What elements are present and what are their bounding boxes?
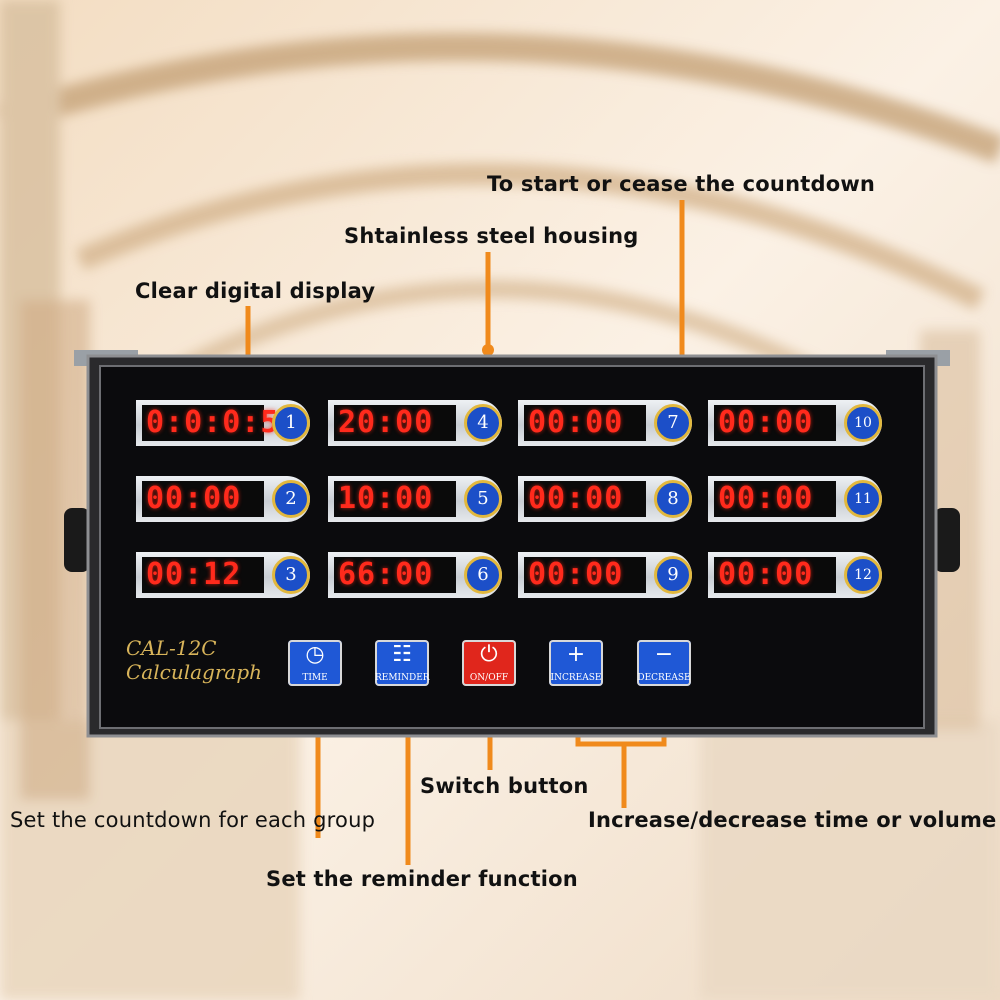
decrease-button[interactable]: − DECREASE bbox=[637, 640, 691, 686]
timer-digits: 20:00 bbox=[338, 405, 434, 440]
timer-select-button[interactable]: 11 bbox=[844, 480, 882, 518]
product-name: Calculagraph bbox=[126, 660, 262, 684]
timer-display-window bbox=[714, 557, 836, 593]
timer-select-button[interactable]: 6 bbox=[464, 556, 502, 594]
timer-digits: 00:00 bbox=[528, 405, 624, 440]
timer-group: 00:00 11 bbox=[708, 476, 882, 522]
timer-digits: 00:00 bbox=[718, 405, 814, 440]
reminder-button[interactable]: ☷ REMINDER bbox=[375, 640, 430, 686]
timer-digits: 00:12 bbox=[146, 557, 242, 592]
timer-select-button[interactable]: 8 bbox=[654, 480, 692, 518]
clock-icon: ◷ bbox=[305, 642, 325, 667]
minus-icon: − bbox=[654, 642, 674, 667]
timer-display-window bbox=[142, 405, 264, 441]
timer-display-window bbox=[142, 557, 264, 593]
timer-select-button[interactable]: 1 bbox=[272, 404, 310, 442]
timer-display-window bbox=[714, 405, 836, 441]
callout-reminder-fn: Set the reminder function bbox=[266, 867, 578, 891]
timer-display-window bbox=[334, 405, 456, 441]
timer-display-window bbox=[524, 481, 646, 517]
callout-housing: Shtainless steel housing bbox=[344, 224, 639, 248]
timer-group: 10:00 5 bbox=[328, 476, 502, 522]
timer-display-window bbox=[334, 481, 456, 517]
timer-select-button[interactable]: 12 bbox=[844, 556, 882, 594]
timer-select-button[interactable]: 9 bbox=[654, 556, 692, 594]
timer-display-window bbox=[524, 405, 646, 441]
power-icon: ⏻ bbox=[480, 642, 498, 667]
timer-group: 00:00 7 bbox=[518, 400, 692, 446]
timer-group: 00:00 10 bbox=[708, 400, 882, 446]
increase-button[interactable]: + INCREASE bbox=[549, 640, 603, 686]
callout-start-cease: To start or cease the countdown bbox=[487, 172, 876, 196]
timer-display-window bbox=[524, 557, 646, 593]
timer-select-button[interactable]: 2 bbox=[272, 480, 310, 518]
timer-digits: 10:00 bbox=[338, 481, 434, 516]
timer-digits: 00:00 bbox=[146, 481, 242, 516]
timer-digits: 0:0:0:5 bbox=[146, 405, 280, 440]
timer-group: 66:00 6 bbox=[328, 552, 502, 598]
time-button[interactable]: ◷ TIME bbox=[288, 640, 342, 686]
callout-inc-dec: Increase/decrease time or volume bbox=[588, 808, 997, 832]
button-label: REMINDER bbox=[375, 673, 430, 683]
timer-digits: 00:00 bbox=[528, 481, 624, 516]
timer-select-button[interactable]: 10 bbox=[844, 404, 882, 442]
button-label: INCREASE bbox=[550, 673, 602, 683]
timer-digits: 66:00 bbox=[338, 557, 434, 592]
callout-switch: Switch button bbox=[420, 774, 589, 798]
timer-digits: 00:00 bbox=[718, 481, 814, 516]
timer-group: 00:00 12 bbox=[708, 552, 882, 598]
on-off-button[interactable]: ⏻ ON/OFF bbox=[462, 640, 516, 686]
timer-group: 20:00 4 bbox=[328, 400, 502, 446]
timer-select-button[interactable]: 5 bbox=[464, 480, 502, 518]
timer-select-button[interactable]: 7 bbox=[654, 404, 692, 442]
timer-group: 00:00 2 bbox=[136, 476, 310, 522]
timer-group: 00:00 9 bbox=[518, 552, 692, 598]
timer-group: 00:00 8 bbox=[518, 476, 692, 522]
timer-select-button[interactable]: 4 bbox=[464, 404, 502, 442]
timer-digits: 00:00 bbox=[718, 557, 814, 592]
timer-select-button[interactable]: 3 bbox=[272, 556, 310, 594]
timer-display-window bbox=[142, 481, 264, 517]
callout-display: Clear digital display bbox=[135, 279, 376, 303]
callout-set-countdown: Set the countdown for each group bbox=[10, 808, 376, 832]
button-label: DECREASE bbox=[637, 673, 691, 683]
timer-display-window bbox=[334, 557, 456, 593]
plus-icon: + bbox=[566, 642, 586, 667]
button-label: TIME bbox=[302, 673, 328, 683]
button-label: ON/OFF bbox=[469, 673, 509, 683]
model-name: CAL-12C bbox=[126, 636, 217, 660]
timer-group: 00:12 3 bbox=[136, 552, 310, 598]
timer-display-window bbox=[714, 481, 836, 517]
basket-icon: ☷ bbox=[392, 642, 412, 667]
brand-label: CAL-12C Calculagraph bbox=[126, 636, 262, 684]
timer-digits: 00:00 bbox=[528, 557, 624, 592]
